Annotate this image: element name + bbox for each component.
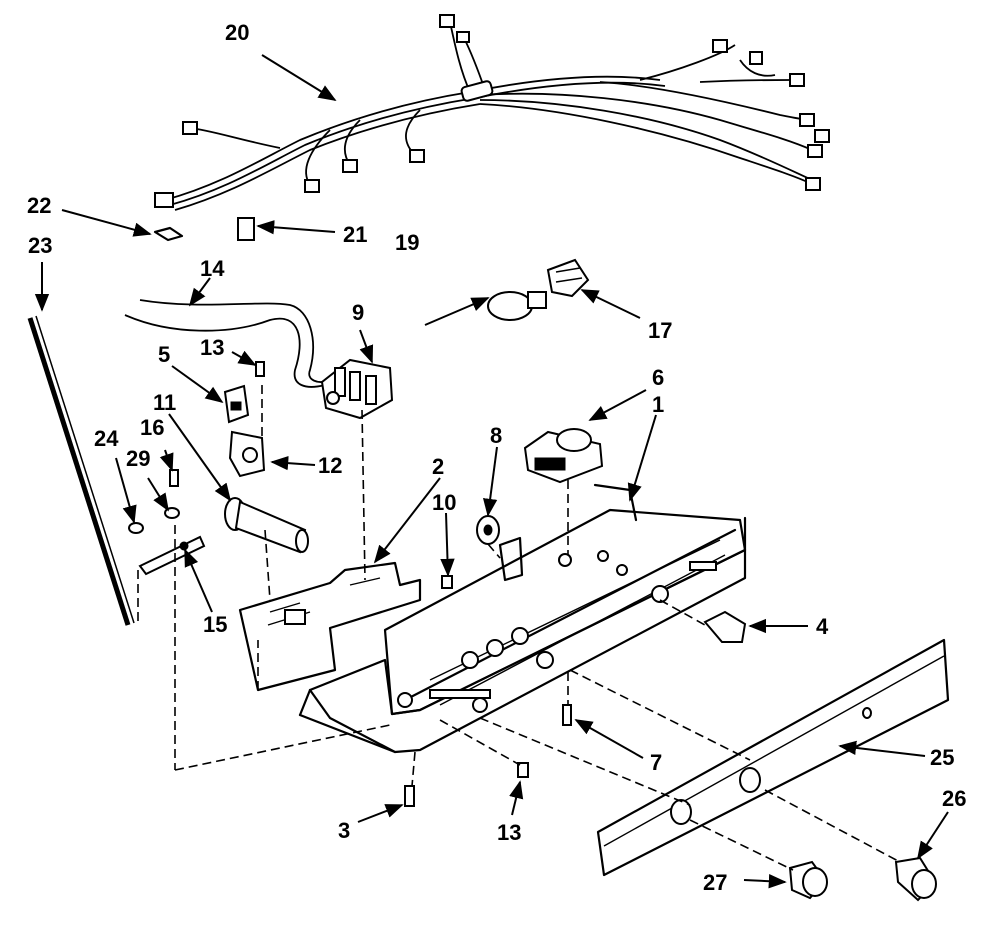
callout-9: 9 xyxy=(352,300,364,325)
grommet-8 xyxy=(476,515,500,545)
bulb-socket-17 xyxy=(546,258,590,298)
callout-15: 15 xyxy=(203,612,227,637)
leader-arrows xyxy=(34,54,949,889)
control-shaft-11 xyxy=(224,497,309,554)
clip-4 xyxy=(703,610,747,643)
thermostat-9 xyxy=(320,358,394,420)
callout-24: 24 xyxy=(94,426,119,451)
screw-10 xyxy=(441,575,453,589)
knob-26 xyxy=(894,856,937,902)
callout-17: 17 xyxy=(648,318,672,343)
callout-13-lower: 13 xyxy=(497,820,521,845)
control-panel-25 xyxy=(596,638,950,877)
callout-20: 20 xyxy=(225,20,249,45)
wiring-harness xyxy=(154,14,830,211)
mounting-plate-2 xyxy=(238,561,422,692)
callout-25: 25 xyxy=(930,745,954,770)
control-housing-1 xyxy=(298,483,747,754)
callout-23: 23 xyxy=(28,233,52,258)
clip-21 xyxy=(237,217,255,241)
callout-6: 6 xyxy=(652,365,664,390)
callout-29: 29 xyxy=(126,446,150,471)
callout-13-upper: 13 xyxy=(200,335,224,360)
switch-6 xyxy=(523,428,604,484)
callout-11: 11 xyxy=(153,390,176,415)
knob-27 xyxy=(788,860,828,900)
capillary-tube-14 xyxy=(124,299,331,388)
callout-labels: 20 22 21 23 14 19 17 9 13 5 6 11 1 8 16 … xyxy=(27,20,966,895)
screw-3 xyxy=(404,785,415,807)
light-bulb-19 xyxy=(487,291,547,321)
assembly-lines xyxy=(137,385,901,871)
screw-13-upper xyxy=(255,361,265,377)
callout-7: 7 xyxy=(650,750,662,775)
clip-22 xyxy=(153,226,184,242)
callout-4: 4 xyxy=(816,614,829,639)
callout-8: 8 xyxy=(490,423,502,448)
screw-16 xyxy=(169,469,179,487)
callout-5: 5 xyxy=(158,342,170,367)
callout-3: 3 xyxy=(338,818,350,843)
callout-10: 10 xyxy=(432,490,456,515)
callout-22: 22 xyxy=(27,193,51,218)
bracket-5 xyxy=(223,384,250,424)
washer-24 xyxy=(128,522,144,534)
callout-1: 1 xyxy=(652,392,664,417)
callout-26: 26 xyxy=(942,786,966,811)
control-rod-23 xyxy=(27,315,135,626)
clamp-12 xyxy=(228,430,266,478)
screw-7 xyxy=(562,704,572,726)
callout-19: 19 xyxy=(395,230,419,255)
screw-13-lower xyxy=(517,762,529,778)
callout-27: 27 xyxy=(703,870,727,895)
callout-12: 12 xyxy=(318,453,342,478)
callout-21: 21 xyxy=(343,222,367,247)
callout-16: 16 xyxy=(140,415,164,440)
lever-15 xyxy=(138,535,206,576)
callout-14: 14 xyxy=(200,256,225,281)
callout-2: 2 xyxy=(432,454,444,479)
